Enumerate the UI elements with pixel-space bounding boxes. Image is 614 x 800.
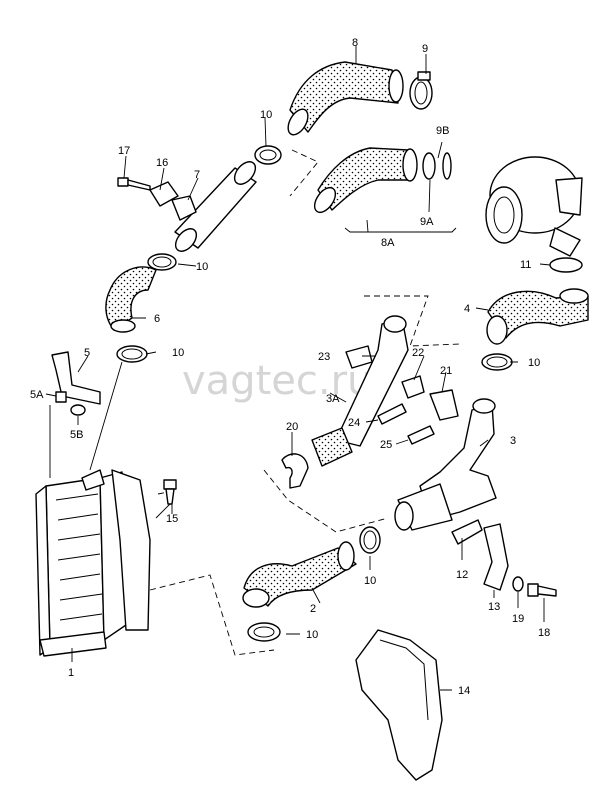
air-guide-14	[355, 629, 443, 781]
label-15: 15	[166, 513, 178, 525]
label-1: 1	[68, 667, 74, 679]
clamp-10e	[359, 526, 381, 554]
pipe-3A	[311, 315, 409, 467]
label-5B: 5B	[70, 429, 83, 441]
washer-5B	[70, 404, 86, 416]
bolt-24	[377, 403, 407, 425]
label-13: 13	[488, 601, 500, 613]
label-9B: 9B	[436, 125, 449, 137]
clamp-10f	[247, 622, 281, 642]
intercooler-1	[35, 469, 127, 657]
label-4: 4	[464, 303, 470, 315]
clamp-10c	[116, 345, 148, 363]
clamp-10b	[147, 253, 177, 271]
bolt-25	[407, 425, 435, 445]
clamp-9	[409, 71, 433, 110]
bracket-12	[451, 519, 483, 545]
label-10-mid: 10	[196, 261, 208, 273]
label-9A: 9A	[420, 216, 434, 228]
hose-8	[287, 61, 404, 136]
sensor-22	[401, 375, 425, 399]
dash-line-b	[157, 491, 169, 495]
clamp-10a	[254, 145, 282, 165]
label-18: 18	[538, 627, 550, 639]
label-3: 3	[510, 435, 516, 447]
clamp-11	[549, 257, 583, 273]
bolt-18	[527, 583, 557, 597]
label-10-left: 10	[172, 347, 184, 359]
label-5A: 5A	[30, 389, 44, 401]
bracket-23	[345, 345, 373, 369]
ring-9A	[422, 152, 436, 180]
label-17: 17	[118, 145, 130, 157]
label-10-lower-right: 10	[364, 575, 376, 587]
label-3A: 3A	[326, 393, 340, 405]
clip-20	[281, 453, 309, 489]
label-7: 7	[194, 169, 200, 181]
bracket-8A	[344, 227, 457, 233]
label-10-right: 10	[528, 357, 540, 369]
bolt-15	[163, 479, 177, 505]
dash-line-a	[289, 149, 319, 197]
label-6: 6	[154, 313, 160, 325]
label-10-lower: 10	[306, 629, 318, 641]
label-5: 5	[84, 347, 90, 359]
ring-9B	[442, 152, 452, 180]
label-24: 24	[348, 417, 360, 429]
nut-5A	[55, 391, 67, 403]
label-25: 25	[380, 439, 392, 451]
pipe-3	[394, 398, 497, 531]
bracket-plate	[111, 469, 151, 631]
dash-line-c	[149, 574, 275, 656]
clamp-10d	[481, 353, 513, 371]
bracket-16	[149, 181, 179, 207]
label-16: 16	[156, 157, 168, 169]
hose-8A	[313, 147, 418, 214]
dash-line-d	[263, 295, 461, 533]
label-19: 19	[512, 613, 524, 625]
label-9: 9	[422, 43, 428, 55]
label-12: 12	[456, 569, 468, 581]
hose-6	[105, 266, 157, 333]
label-8: 8	[352, 37, 358, 49]
turbo	[485, 156, 583, 257]
bracket-5	[51, 351, 101, 405]
hose-4	[486, 288, 589, 345]
bracket-21	[429, 389, 459, 421]
label-23: 23	[318, 351, 330, 363]
bracket-13	[483, 523, 509, 591]
label-21: 21	[440, 365, 452, 377]
hose-2	[242, 541, 357, 608]
label-11: 11	[520, 259, 531, 271]
bolt-17	[117, 177, 151, 191]
washer-19	[512, 576, 524, 592]
label-20: 20	[286, 421, 298, 433]
label-8A: 8A	[381, 237, 395, 249]
leader-lines	[45, 46, 551, 691]
label-2: 2	[310, 603, 316, 615]
label-22: 22	[412, 347, 424, 359]
pipe-7	[171, 161, 257, 252]
lead-lines-1	[49, 361, 123, 478]
watermark: vagtec.ru	[182, 358, 372, 404]
label-14: 14	[458, 685, 470, 697]
label-10-upper: 10	[260, 109, 272, 121]
